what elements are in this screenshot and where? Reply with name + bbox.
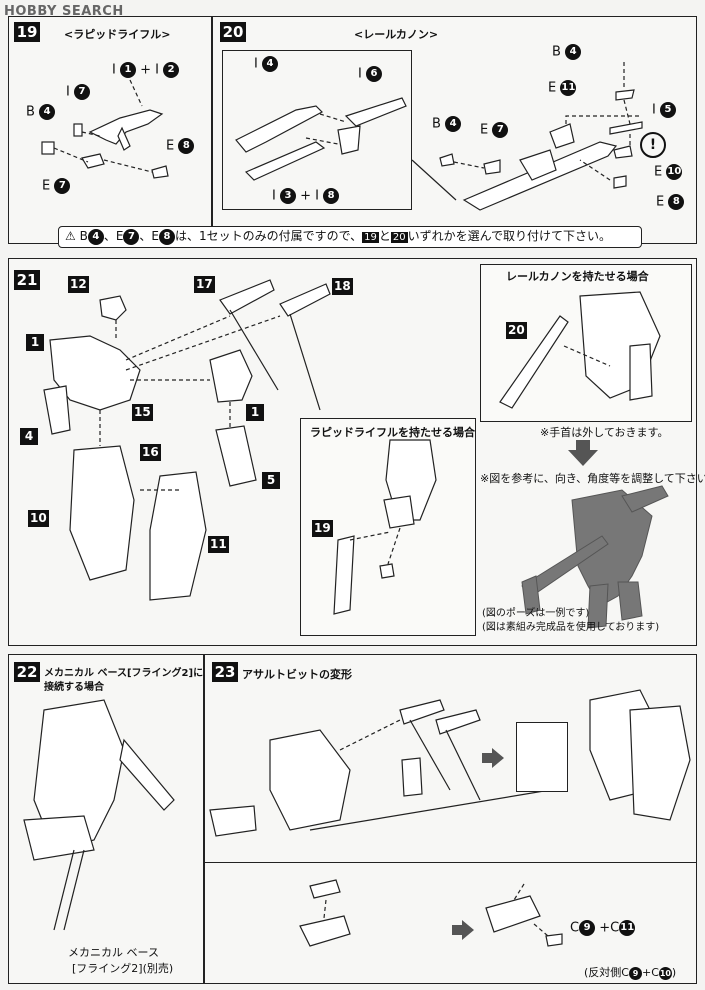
rapid-rifle-hand-drawing xyxy=(333,439,437,615)
part-number: 5 xyxy=(262,472,280,489)
caution-icon: ⚠ xyxy=(65,229,76,243)
finished-model-photo-silhouette xyxy=(521,485,669,629)
step-23-number: 23 xyxy=(212,662,238,682)
part-label: I 7 xyxy=(66,84,90,100)
note-pose-2: (図は素組み完成品を使用しております) xyxy=(482,622,660,633)
flying-base-drawing xyxy=(23,699,175,931)
part-label: I 1 + I 2 xyxy=(112,62,180,78)
part-number: 15 xyxy=(132,404,153,421)
step-19-title: <ラピッドライフル> xyxy=(64,28,171,41)
assault-bit-drawing-bottom xyxy=(299,879,563,947)
part-number: 10 xyxy=(28,510,49,527)
part-label: I 6 xyxy=(358,66,382,82)
step-22-title-line2: 接続する場合 xyxy=(44,682,104,693)
assault-bit-inset xyxy=(516,722,568,792)
rapid-rifle-drawing xyxy=(41,79,169,179)
finished-model-photo xyxy=(482,485,690,642)
part-number: 1 xyxy=(26,334,44,351)
warning-icon: ! xyxy=(640,132,666,158)
part-label: E 8 xyxy=(166,138,195,154)
part-label: E 7 xyxy=(480,122,509,138)
step-20-number: 20 xyxy=(220,22,246,42)
part-number: 11 xyxy=(208,536,229,553)
step-20-title: <レールカノン> xyxy=(354,28,439,41)
note-pose-1: (図のポーズは一例です) xyxy=(482,608,590,619)
step-22-title-line1: メカニカル ベース[フライング2]に xyxy=(44,668,204,679)
part-number: 12 xyxy=(68,276,89,293)
rail-cannon-parts-drawing xyxy=(235,97,407,181)
down-arrow-icon xyxy=(568,440,598,466)
flying-base-caption-1: メカニカル ベース xyxy=(68,946,159,959)
step-23-title: アサルトビットの変形 xyxy=(242,668,352,681)
part-number: 19 xyxy=(312,520,333,537)
assault-bit-drawing-top xyxy=(209,689,691,837)
part-label: E 7 xyxy=(42,178,71,194)
part-number: 17 xyxy=(194,276,215,293)
note-reference: ※図を参考に、向き、角度等を調整して下さい。 xyxy=(480,472,705,485)
rail-cannon-inset-title: レールカノンを持たせる場合 xyxy=(506,270,649,283)
part-label: I 5 xyxy=(652,102,676,118)
part-number: 4 xyxy=(20,428,38,445)
part-label: B 4 xyxy=(552,44,582,60)
part-number: 18 xyxy=(332,278,353,295)
step-21-number: 21 xyxy=(14,270,40,290)
part-label: B 4 xyxy=(26,104,56,120)
part-number: 1 xyxy=(246,404,264,421)
step-22-number: 22 xyxy=(14,662,40,682)
part-number: 20 xyxy=(506,322,527,339)
part-label: E 10 xyxy=(654,164,683,180)
part-label: I 3 + I 8 xyxy=(272,188,340,204)
rail-cannon-assembly-drawing xyxy=(411,62,643,211)
step-23-divider xyxy=(204,862,697,863)
part-label: E 8 xyxy=(656,194,685,210)
part-number: 16 xyxy=(140,444,161,461)
rail-cannon-hold-drawing xyxy=(499,291,661,409)
watermark-logo: HOBBY SEARCH xyxy=(4,4,124,19)
robot-assembly-drawing xyxy=(43,279,331,601)
part-label: I 4 xyxy=(254,56,278,72)
rapid-rifle-inset-title: ラピッドライフルを持たせる場合 xyxy=(310,426,475,439)
note-wrist: ※手首は外しておきます。 xyxy=(540,426,669,439)
right-arrow-icon xyxy=(482,748,504,768)
step-19-number: 19 xyxy=(14,22,40,42)
rail-cannon-inset xyxy=(222,50,412,210)
part-label: E 11 xyxy=(548,80,577,96)
right-arrow-icon xyxy=(452,920,474,940)
flying-base-caption-2: [フライング2](別売) xyxy=(72,962,174,975)
part-label: B 4 xyxy=(432,116,462,132)
